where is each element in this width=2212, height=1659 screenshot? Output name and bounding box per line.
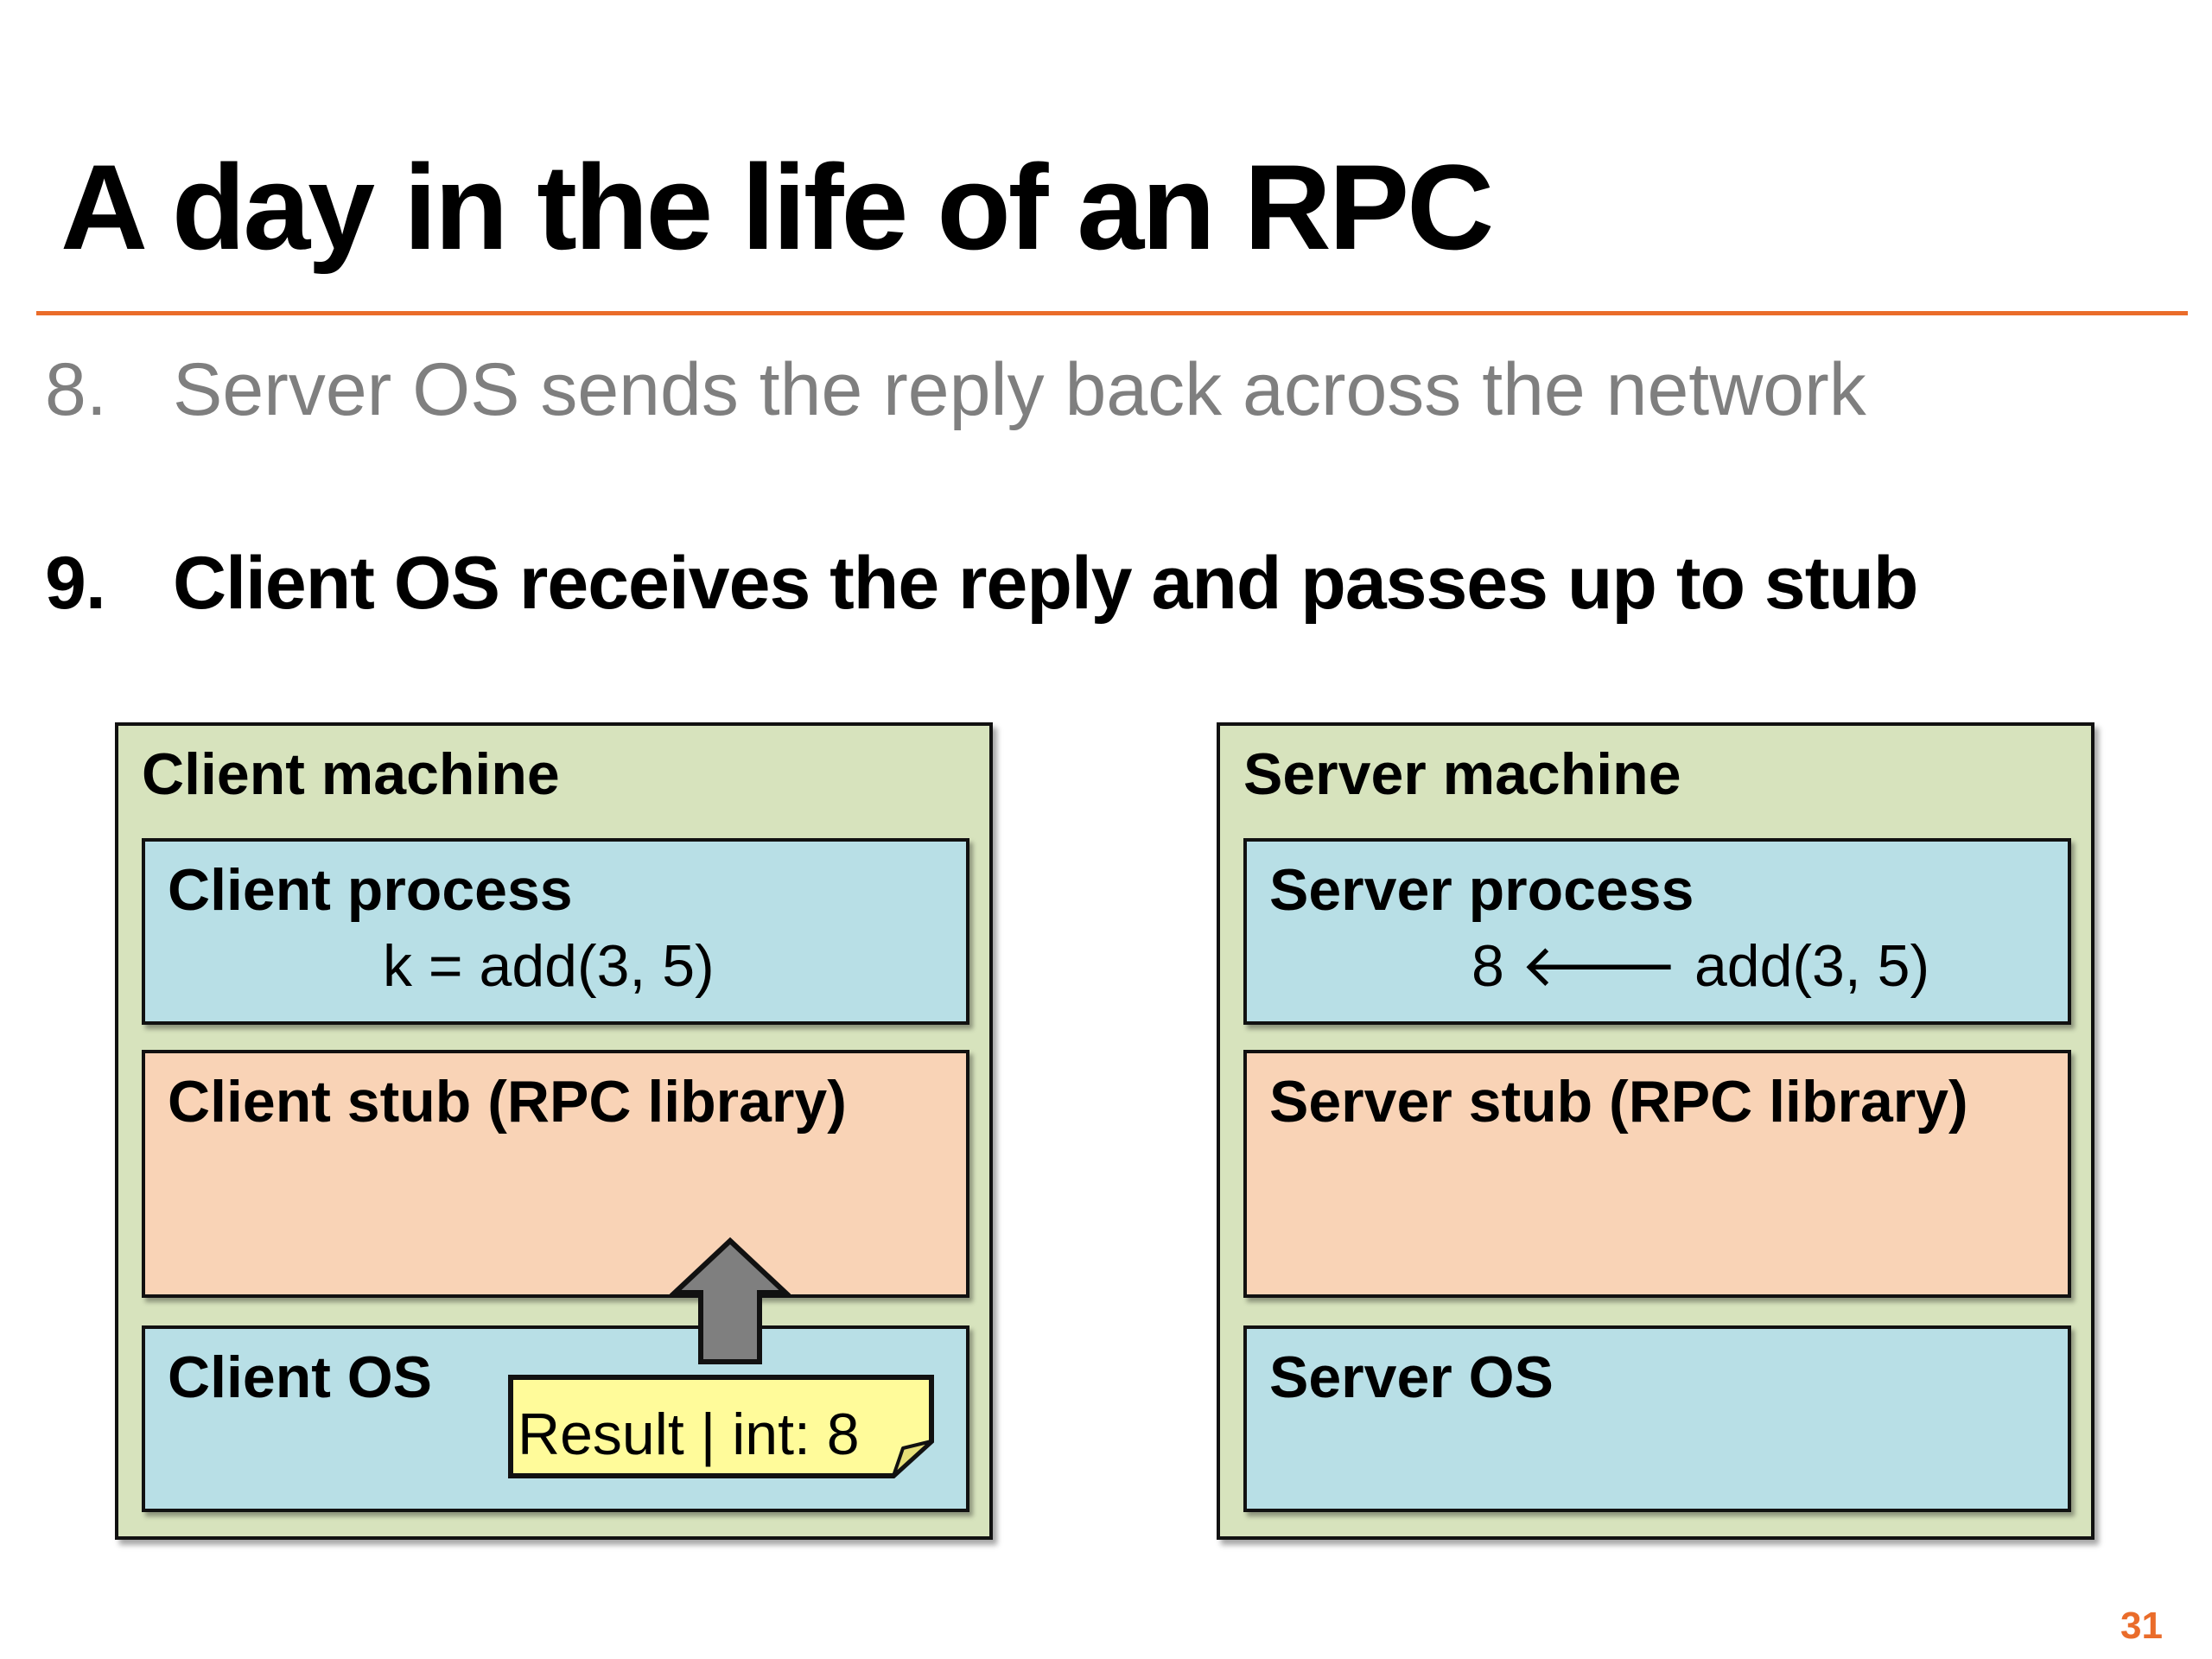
client-process-label: Client process <box>168 857 573 923</box>
client-os-label: Client OS <box>168 1344 433 1410</box>
arrow-up-icon <box>670 1236 791 1364</box>
client-machine-label: Client machine <box>142 741 560 807</box>
step-current-text: Client OS receives the reply and passes … <box>173 542 1918 625</box>
title-divider <box>36 311 2188 315</box>
server-process-label: Server process <box>1269 857 1694 923</box>
client-process-box: Client process k = add(3, 5) <box>142 838 969 1025</box>
page-number: 31 <box>2120 1605 2163 1647</box>
server-process-box: Server process 8 🡐 add(3, 5) <box>1243 838 2071 1025</box>
step-previous-text: Server OS sends the reply back across th… <box>173 348 1866 431</box>
server-stub-label: Server stub (RPC library) <box>1269 1069 1968 1135</box>
client-stub-label: Client stub (RPC library) <box>168 1069 847 1135</box>
step-current: 9. Client OS receives the reply and passe… <box>45 542 1918 625</box>
server-machine: Server machine Server process 8 🡐 add(3,… <box>1217 722 2094 1540</box>
client-machine: Client machine Client process k = add(3,… <box>115 722 993 1540</box>
slide-title: A day in the life of an RPC <box>60 139 1494 275</box>
step-previous-number: 8. <box>45 348 107 431</box>
step-previous: 8.Server OS sends the reply back across … <box>45 353 1866 427</box>
reply-message-text: Result | int: 8 <box>518 1402 860 1467</box>
client-process-code: k = add(3, 5) <box>383 933 715 999</box>
step-current-number: 9. <box>45 542 106 625</box>
reply-message-note <box>508 1375 934 1478</box>
server-stub-box: Server stub (RPC library) <box>1243 1050 2071 1298</box>
client-stub-box: Client stub (RPC library) <box>142 1050 969 1298</box>
server-machine-label: Server machine <box>1243 741 1681 807</box>
server-process-code: 8 🡐 add(3, 5) <box>1471 933 1930 999</box>
server-os-box: Server OS <box>1243 1325 2071 1512</box>
server-os-label: Server OS <box>1269 1344 1554 1410</box>
